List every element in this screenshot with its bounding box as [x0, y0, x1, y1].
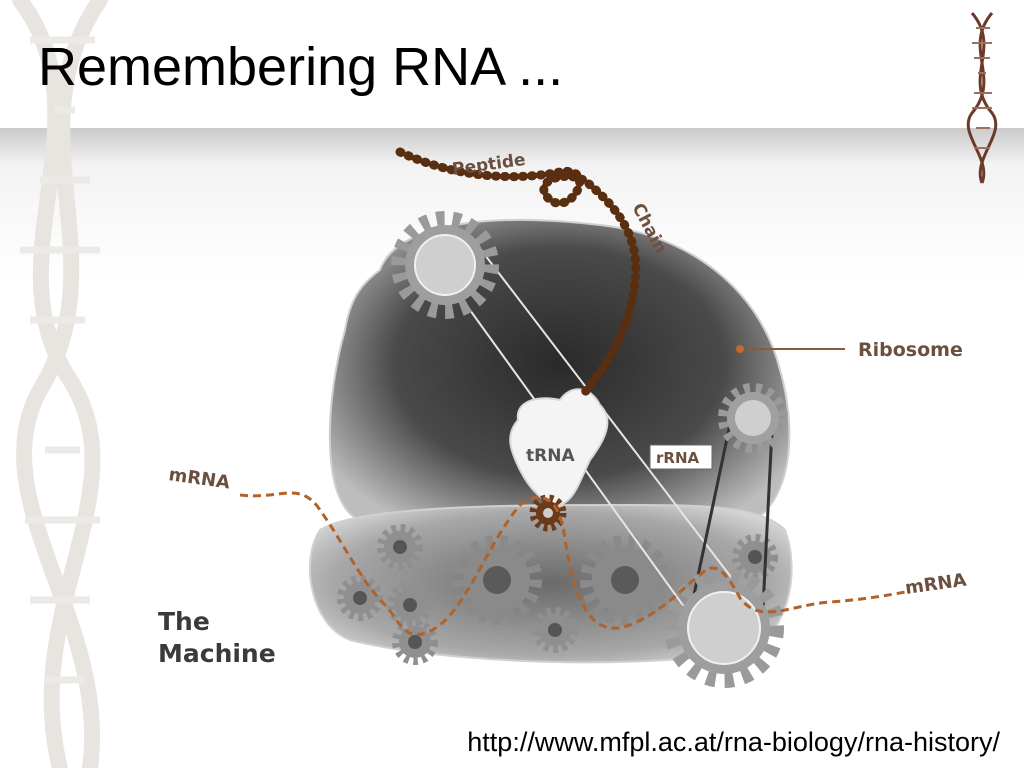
- mrna-left-label: mRNA: [167, 464, 231, 493]
- ribosome-pointer: [736, 345, 845, 353]
- source-url[interactable]: http://www.mfpl.ac.at/rna-biology/rna-hi…: [467, 727, 1000, 757]
- gear-icon: [529, 494, 567, 532]
- dna-helix-icon: [966, 12, 998, 184]
- mrna-strand: [239, 491, 906, 637]
- trna-molecule: [509, 388, 609, 507]
- trna-label: tRNA: [526, 446, 575, 466]
- background-helix-watermark: [12, 0, 108, 768]
- machine-label-line1: The: [158, 607, 210, 636]
- mrna-right-label: mRNA: [904, 570, 968, 599]
- ribosome-label: Ribosome: [858, 339, 963, 361]
- slide-title: Remembering RNA ...: [38, 37, 564, 97]
- gear-icon: [391, 211, 499, 319]
- gear-icon: [718, 383, 788, 453]
- machine-label-line2: Machine: [158, 639, 276, 668]
- rrna-label: rRNA: [656, 449, 700, 467]
- rrna-label-box: [649, 444, 713, 470]
